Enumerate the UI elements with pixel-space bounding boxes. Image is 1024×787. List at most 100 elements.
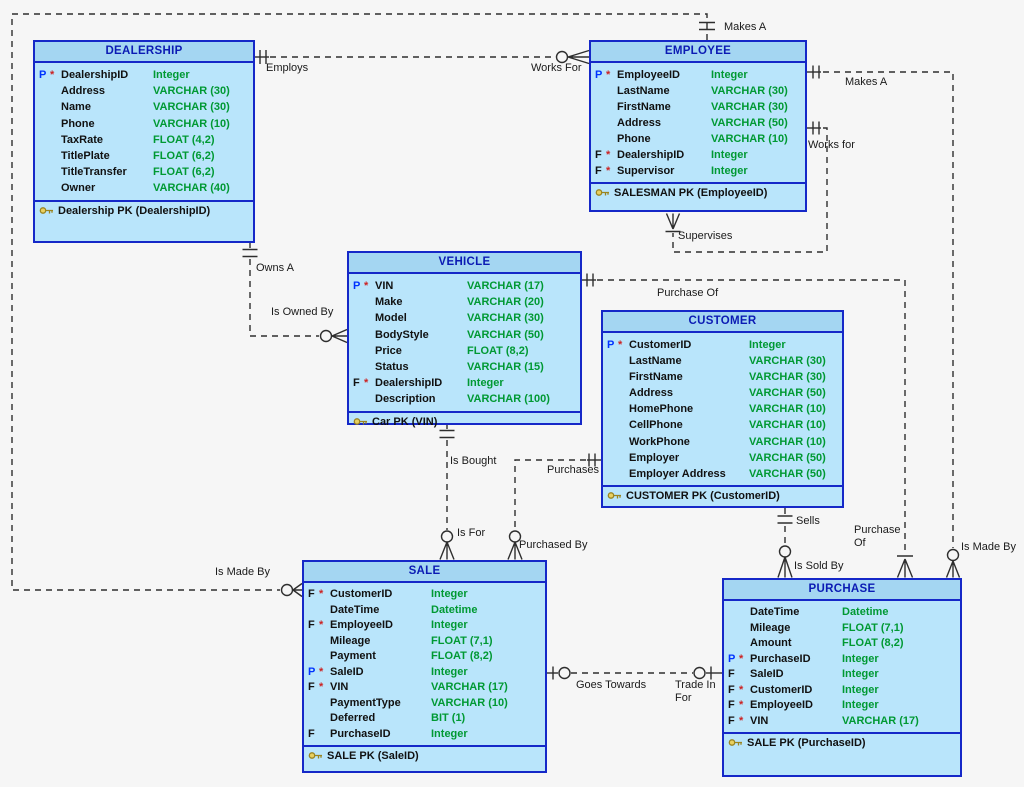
rel-label-goes-towards[interactable]: Goes Towards	[576, 679, 647, 691]
rel-label-is-made-by-purchase[interactable]: Is Made By	[961, 541, 1017, 553]
field-type: VARCHAR (30)	[153, 101, 230, 114]
pk-row[interactable]: SALESMAN PK (EmployeeID)	[591, 182, 805, 210]
pk-row[interactable]: CUSTOMER PK (CustomerID)	[603, 484, 842, 506]
pk-row[interactable]: SALE PK (PurchaseID)	[724, 732, 960, 775]
rel-label-is-sold-by[interactable]: Is Sold By	[794, 560, 844, 572]
rel-label-works-for-self[interactable]: Works for	[808, 139, 855, 151]
rel-label-purchases[interactable]: Purchases	[547, 464, 599, 476]
entity-title[interactable]: SALE	[304, 562, 545, 583]
rel-label-employs[interactable]: Employs	[266, 62, 309, 74]
rel-label-purchase-of[interactable]: Purchase Of	[657, 287, 719, 299]
rel-label-purchase-of-2[interactable]: Purchase Of	[854, 524, 901, 549]
rel-label-owns-a[interactable]: Owns A	[256, 262, 294, 274]
rel-makes-a-purchase-line[interactable]	[807, 65, 961, 578]
rel-label-trade-in-for[interactable]: Trade In For	[675, 679, 716, 704]
rel-is-bought-line[interactable]	[439, 425, 455, 560]
rel-label-is-owned-by[interactable]: Is Owned By	[271, 306, 334, 318]
field-name: VIN	[330, 681, 349, 693]
rel-employs-line[interactable]	[255, 49, 590, 65]
rel-makes-a-sale-line[interactable]	[11, 13, 715, 598]
pk-row[interactable]: Dealership PK (DealershipID)	[35, 199, 253, 242]
rel-purchase-of-line[interactable]	[582, 273, 914, 578]
rel-label-sells[interactable]: Sells	[796, 515, 820, 527]
rel-label-supervises[interactable]: Supervises	[678, 230, 733, 242]
rel-label-purchased-by[interactable]: Purchased By	[519, 539, 588, 551]
entity-title[interactable]: CUSTOMER	[603, 312, 842, 333]
rel-label-makes-a-top[interactable]: Makes A	[724, 21, 767, 33]
entity-title[interactable]: DEALERSHIP	[35, 42, 253, 63]
rel-label-is-bought[interactable]: Is Bought	[450, 455, 497, 467]
rel-label-is-for[interactable]: Is For	[457, 527, 486, 539]
entity-title[interactable]: VEHICLE	[349, 253, 580, 274]
rel-label-makes-a-right[interactable]: Makes A	[845, 76, 888, 88]
pk-row[interactable]: Car PK (VIN)	[349, 410, 580, 429]
pk-row[interactable]: SALE PK (SaleID)	[304, 745, 545, 771]
rel-label-works-for[interactable]: Works For	[531, 62, 582, 74]
rel-purchases-line[interactable]	[507, 453, 601, 560]
rel-label-is-made-by-sale[interactable]: Is Made By	[215, 566, 271, 578]
rel-sells-line[interactable]	[777, 508, 793, 578]
entity-title[interactable]: EMPLOYEE	[591, 42, 805, 63]
rel-supervises-line[interactable]	[665, 121, 828, 253]
rel-owns-a-line[interactable]	[242, 243, 348, 344]
entity-title[interactable]: PURCHASE	[724, 580, 960, 601]
rel-goes-towards-line[interactable]	[547, 666, 722, 680]
